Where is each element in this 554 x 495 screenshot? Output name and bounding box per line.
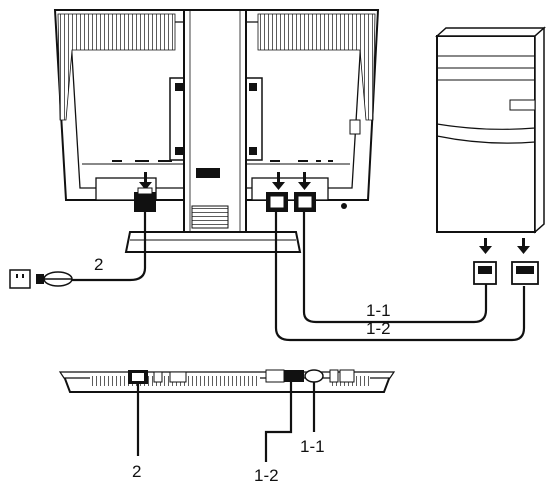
signal-cable-1-1 <box>294 192 497 324</box>
stand-release-button <box>196 168 220 178</box>
callout-cable-1-1-bottom: 1-1 <box>300 437 325 456</box>
monitor-stand <box>124 9 302 253</box>
signal-cable-1-2 <box>266 192 539 342</box>
vent-left <box>57 13 176 121</box>
kensington-lock-icon <box>341 203 347 209</box>
port-labels <box>112 160 333 162</box>
callout-cable-1-2-top: 1-2 <box>366 319 391 338</box>
arrow-icons <box>139 172 530 254</box>
callout-cable-1-1-top: 1-1 <box>366 301 391 320</box>
vent-right <box>257 13 376 121</box>
callout-lines <box>136 382 316 462</box>
callout-power-cable-top: 2 <box>94 255 103 274</box>
callout-cable-1-2-bottom: 1-2 <box>254 466 279 485</box>
monitor-bottom-view <box>58 369 396 393</box>
computer-tower <box>435 26 546 234</box>
power-plug <box>70 187 156 282</box>
power-outlet <box>9 269 73 289</box>
callout-power-cable-bottom: 2 <box>132 462 141 481</box>
